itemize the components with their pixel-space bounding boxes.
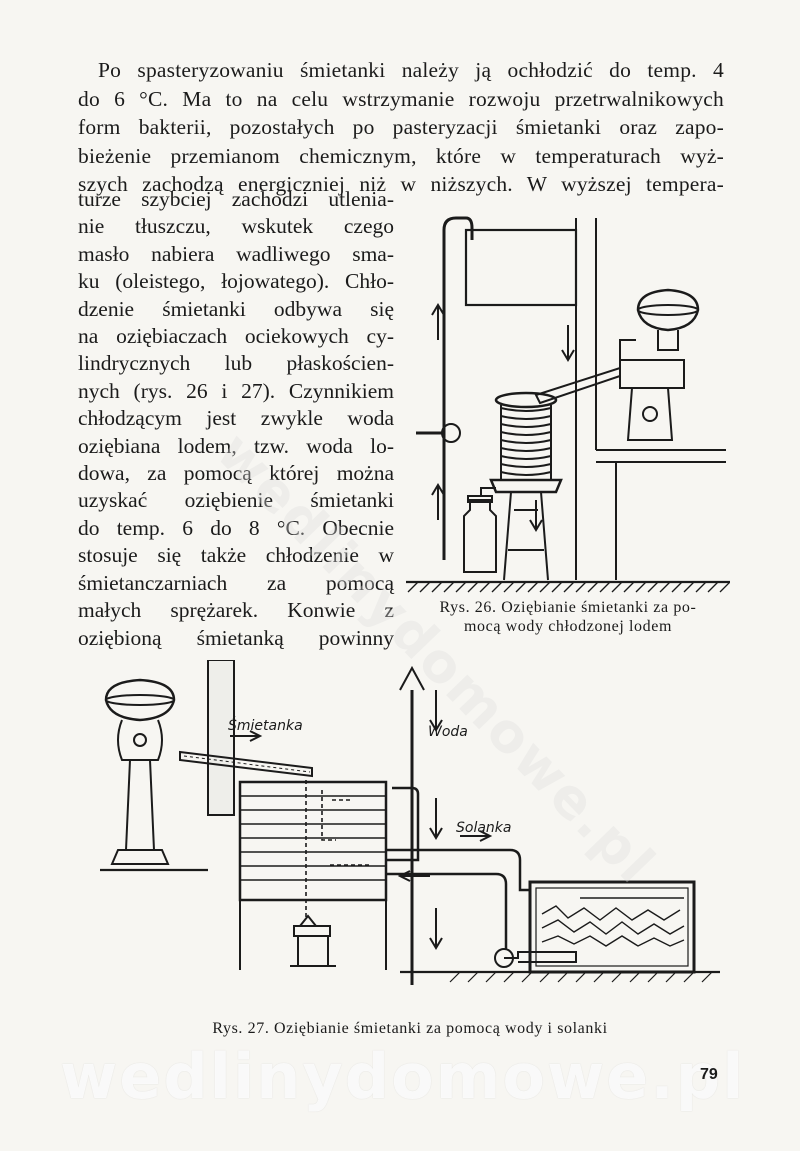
text-line: masło nabiera wadliwego sma-	[78, 241, 394, 266]
text-line: małych sprężarek. Konwie z	[78, 598, 394, 623]
column-paragraph: turze szybciej zachodzi utlenia- nie tłu…	[78, 186, 394, 652]
text-line: chłodzącym jest zwykle woda	[78, 406, 394, 431]
text-line: szych zachodzą energiczniej niż w niższy…	[78, 172, 724, 196]
label-cream: Śmietanka	[228, 716, 303, 734]
figure-27-illustration: Śmietanka Woda Solanka	[100, 660, 720, 985]
text-line: nie tłuszczu, wskutek czego	[78, 214, 394, 239]
text-line: na oziębiaczach ociekowych cy-	[78, 324, 394, 349]
text-line: śmietanczarniach za pomocą	[78, 570, 394, 595]
text-line: oziębioną śmietanką powinny	[78, 625, 394, 650]
figure-26-caption: Rys. 26. Oziębianie śmietanki za po- moc…	[408, 598, 728, 636]
text-line: stosuje się także chłodzenie w	[78, 543, 394, 568]
text-line: oziębiana lodem, tzw. woda lo-	[78, 433, 394, 458]
text-line: dowa, za pomocą której można	[78, 461, 394, 486]
label-brine: Solanka	[456, 820, 511, 836]
caption-line: mocą wody chłodzonej lodem	[464, 618, 672, 635]
text-line: ku (oleistego, łojowatego). Chło-	[78, 269, 394, 294]
figure-27-caption: Rys. 27. Oziębianie śmietanki za pomocą …	[212, 1020, 608, 1037]
text-line: do temp. 6 do 8 °C. Obecnie	[78, 515, 394, 540]
text-line: form bakterii, pozostałych po pasteryzac…	[78, 115, 724, 139]
text-line: uzyskać oziębienie śmietanki	[78, 488, 394, 513]
caption-line: Rys. 26. Oziębianie śmietanki za po-	[439, 599, 697, 616]
text-line: nych (rys. 26 i 27). Czynnikiem	[78, 378, 394, 403]
page-number: 79	[700, 1066, 718, 1083]
figure-26-illustration	[406, 216, 730, 593]
top-paragraph: Po spasteryzowaniu śmietanki należy ją o…	[78, 56, 724, 199]
text-line: Po spasteryzowaniu śmietanki należy ją o…	[98, 58, 724, 82]
text-line: lindrycznych lub płaskościen-	[78, 351, 394, 376]
text-line: bieżenie przemianom chemicznym, które w …	[78, 143, 724, 168]
text-line: do 6 °C. Ma to na celu wstrzymanie rozwo…	[78, 86, 724, 111]
text-line: dzenie śmietanki odbywa się	[78, 296, 394, 321]
label-water: Woda	[428, 724, 468, 740]
text-line: turze szybciej zachodzi utlenia-	[78, 187, 394, 211]
watermark: wedlinydomowe.pl	[60, 1040, 746, 1113]
